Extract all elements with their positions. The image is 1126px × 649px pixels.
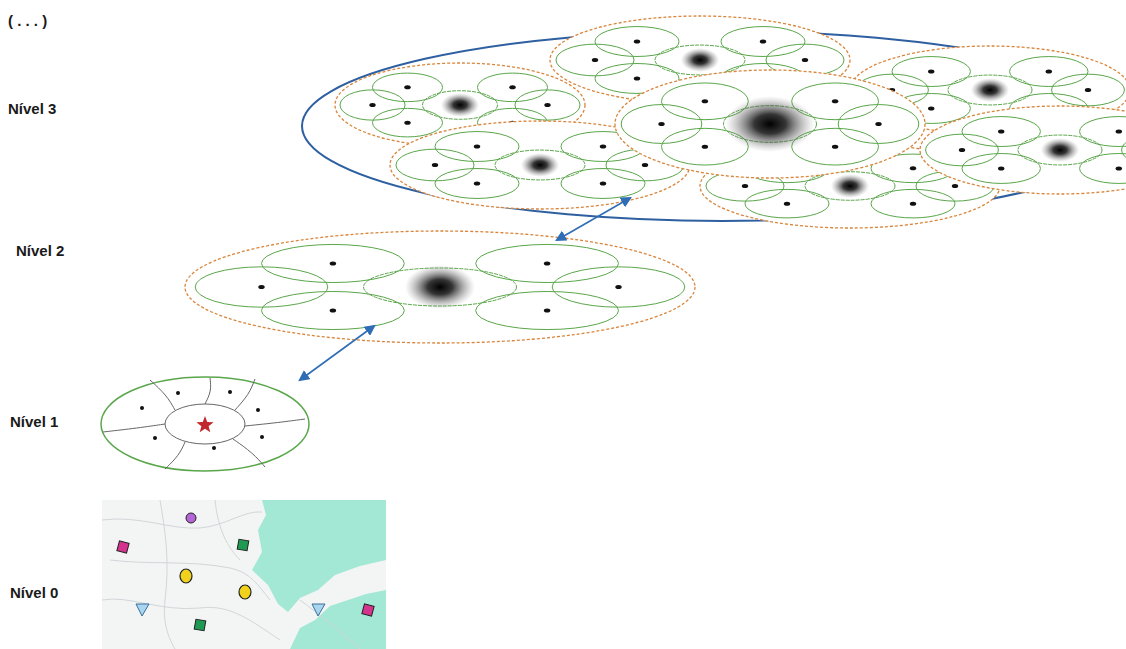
level-label: ( . . . ) [8, 12, 47, 29]
level-label: Nível 2 [16, 242, 64, 259]
level-2-region [185, 231, 695, 343]
level-label: Nível 1 [10, 413, 58, 430]
level-1-region [101, 377, 309, 471]
level-label: Nível 3 [8, 100, 56, 117]
level-label: Nível 0 [10, 584, 58, 601]
link-arrow [300, 326, 374, 380]
level-link-arrows [300, 198, 630, 380]
level-0-map [102, 500, 386, 649]
cluster [920, 106, 1126, 194]
cluster [615, 70, 925, 178]
cluster [185, 231, 695, 343]
link-arrow [557, 198, 630, 240]
level-3-region [302, 16, 1126, 228]
